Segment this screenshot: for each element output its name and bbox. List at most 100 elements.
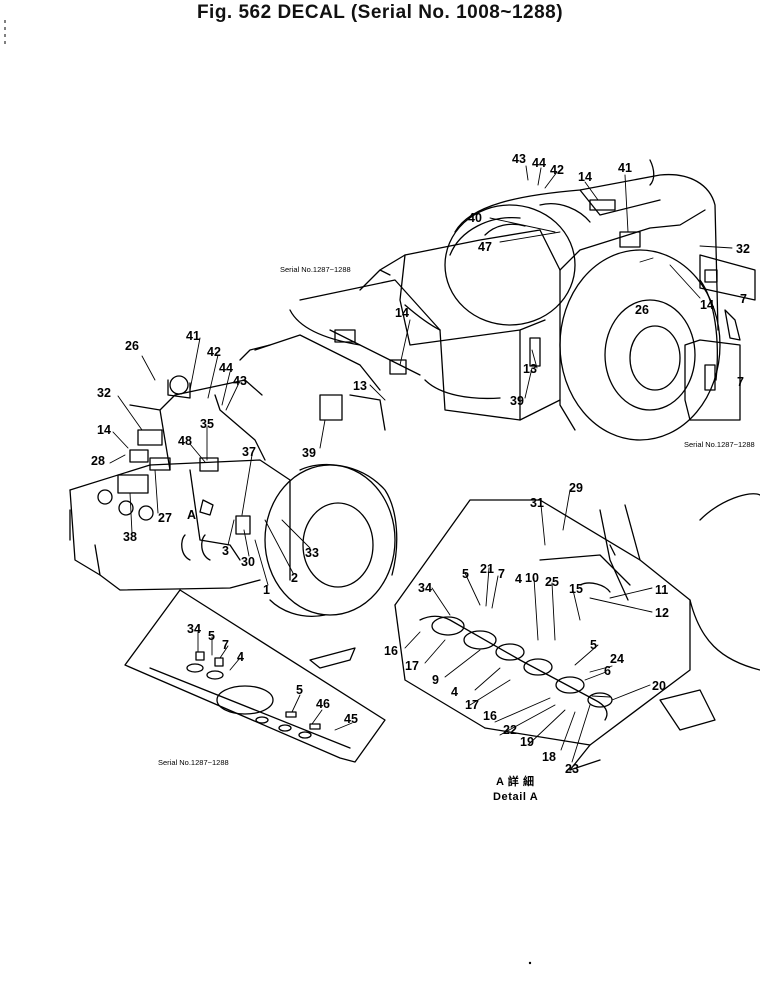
callout-23: 23 xyxy=(565,762,579,776)
callout-4: 4 xyxy=(451,685,458,699)
callout-27: 27 xyxy=(158,511,172,525)
callout-42: 42 xyxy=(550,163,564,177)
lift-arm xyxy=(254,279,441,431)
decal-plate xyxy=(529,337,541,367)
callout-4: 4 xyxy=(237,650,244,664)
callout-14: 14 xyxy=(395,306,409,320)
callout-17: 17 xyxy=(465,698,479,712)
callout-39: 39 xyxy=(302,446,316,460)
callout-14: 14 xyxy=(700,298,714,312)
callout-40: 40 xyxy=(468,211,482,225)
callout-12: 12 xyxy=(655,606,669,620)
callout-7: 7 xyxy=(737,375,744,389)
serial-note-lower-panel: Serial No.1287~1288 xyxy=(158,758,229,767)
callout-10: 10 xyxy=(525,571,539,585)
decal-plate xyxy=(117,474,149,494)
callout-26: 26 xyxy=(635,303,649,317)
callout-15: 15 xyxy=(569,582,583,596)
rear-left-wheel xyxy=(444,204,576,326)
callout-2: 2 xyxy=(291,571,298,585)
callout-25: 25 xyxy=(545,575,559,589)
scan-mark xyxy=(528,961,532,965)
callout-37: 37 xyxy=(242,445,256,459)
callout-41: 41 xyxy=(186,329,200,343)
callout-35: 35 xyxy=(200,417,214,431)
callout-13: 13 xyxy=(523,362,537,376)
front-wheel xyxy=(264,463,398,617)
decal-plate xyxy=(199,457,219,472)
callout-5: 5 xyxy=(208,629,215,643)
callout-47: 47 xyxy=(478,240,492,254)
callout-1: 1 xyxy=(263,583,270,597)
callout-19: 19 xyxy=(520,735,534,749)
view-arrow xyxy=(199,499,214,516)
callout-34: 34 xyxy=(187,622,201,636)
callout-7: 7 xyxy=(740,292,747,306)
callout-16: 16 xyxy=(384,644,398,658)
callout-5: 5 xyxy=(462,567,469,581)
page-title: Fig. 562 DECAL (Serial No. 1008~1288) xyxy=(196,2,564,23)
callout-34: 34 xyxy=(418,581,432,595)
callout-3: 3 xyxy=(222,544,229,558)
decal-plate xyxy=(149,457,171,471)
callout-7: 7 xyxy=(222,638,229,652)
callout-18: 18 xyxy=(542,750,556,764)
callout-44: 44 xyxy=(532,156,546,170)
decal-plate xyxy=(319,394,343,421)
callout-39: 39 xyxy=(510,394,524,408)
rear-right-wheel xyxy=(559,249,721,441)
serial-note-cab-rear: Serial No.1287~1288 xyxy=(280,265,351,274)
decal-plate xyxy=(589,199,616,211)
callout-24: 24 xyxy=(610,652,624,666)
decal-plate xyxy=(334,329,356,343)
leader-lines xyxy=(109,165,733,763)
callout-11: 11 xyxy=(655,583,668,597)
callout-44: 44 xyxy=(219,361,233,375)
callout-A: A xyxy=(187,508,196,522)
callout-29: 29 xyxy=(569,481,583,495)
callout-20: 20 xyxy=(652,679,666,693)
callout-48: 48 xyxy=(178,434,192,448)
callout-4: 4 xyxy=(515,572,522,586)
callout-26: 26 xyxy=(125,339,139,353)
callout-28: 28 xyxy=(91,454,105,468)
callout-41: 41 xyxy=(618,161,632,175)
callout-38: 38 xyxy=(123,530,137,544)
callout-22: 22 xyxy=(503,723,517,737)
side-plate-inset xyxy=(684,254,756,421)
callout-32: 32 xyxy=(97,386,111,400)
callout-43: 43 xyxy=(512,152,526,166)
decal-plate xyxy=(389,359,407,375)
decal-plate xyxy=(129,449,149,463)
callout-17: 17 xyxy=(405,659,419,673)
callout-6: 6 xyxy=(604,664,611,678)
callout-14: 14 xyxy=(578,170,592,184)
engine-hood xyxy=(454,159,719,431)
serial-note-right-side: Serial No.1287~1288 xyxy=(684,440,755,449)
callout-9: 9 xyxy=(432,673,439,687)
callout-13: 13 xyxy=(353,379,367,393)
callout-43: 43 xyxy=(233,374,247,388)
decal-plate xyxy=(137,429,163,446)
lower-panel-view xyxy=(124,589,386,763)
callout-21: 21 xyxy=(480,562,494,576)
callout-16: 16 xyxy=(483,709,497,723)
detail-a-label-jp: A 詳 細 xyxy=(496,774,535,788)
view-arrow xyxy=(309,647,356,669)
callout-46: 46 xyxy=(316,697,330,711)
callout-5: 5 xyxy=(296,683,303,697)
decal-plate xyxy=(619,231,641,248)
center-frame xyxy=(359,229,561,421)
callout-31: 31 xyxy=(530,496,544,510)
callout-45: 45 xyxy=(344,712,358,726)
callout-30: 30 xyxy=(241,555,255,569)
callout-42: 42 xyxy=(207,345,221,359)
callout-14: 14 xyxy=(97,423,111,437)
callout-5: 5 xyxy=(590,638,597,652)
callout-7: 7 xyxy=(498,567,505,581)
detail-a-label: Detail A xyxy=(493,791,538,803)
decal-plate xyxy=(235,515,251,535)
callout-32: 32 xyxy=(736,242,750,256)
detail-a-view xyxy=(394,493,760,771)
